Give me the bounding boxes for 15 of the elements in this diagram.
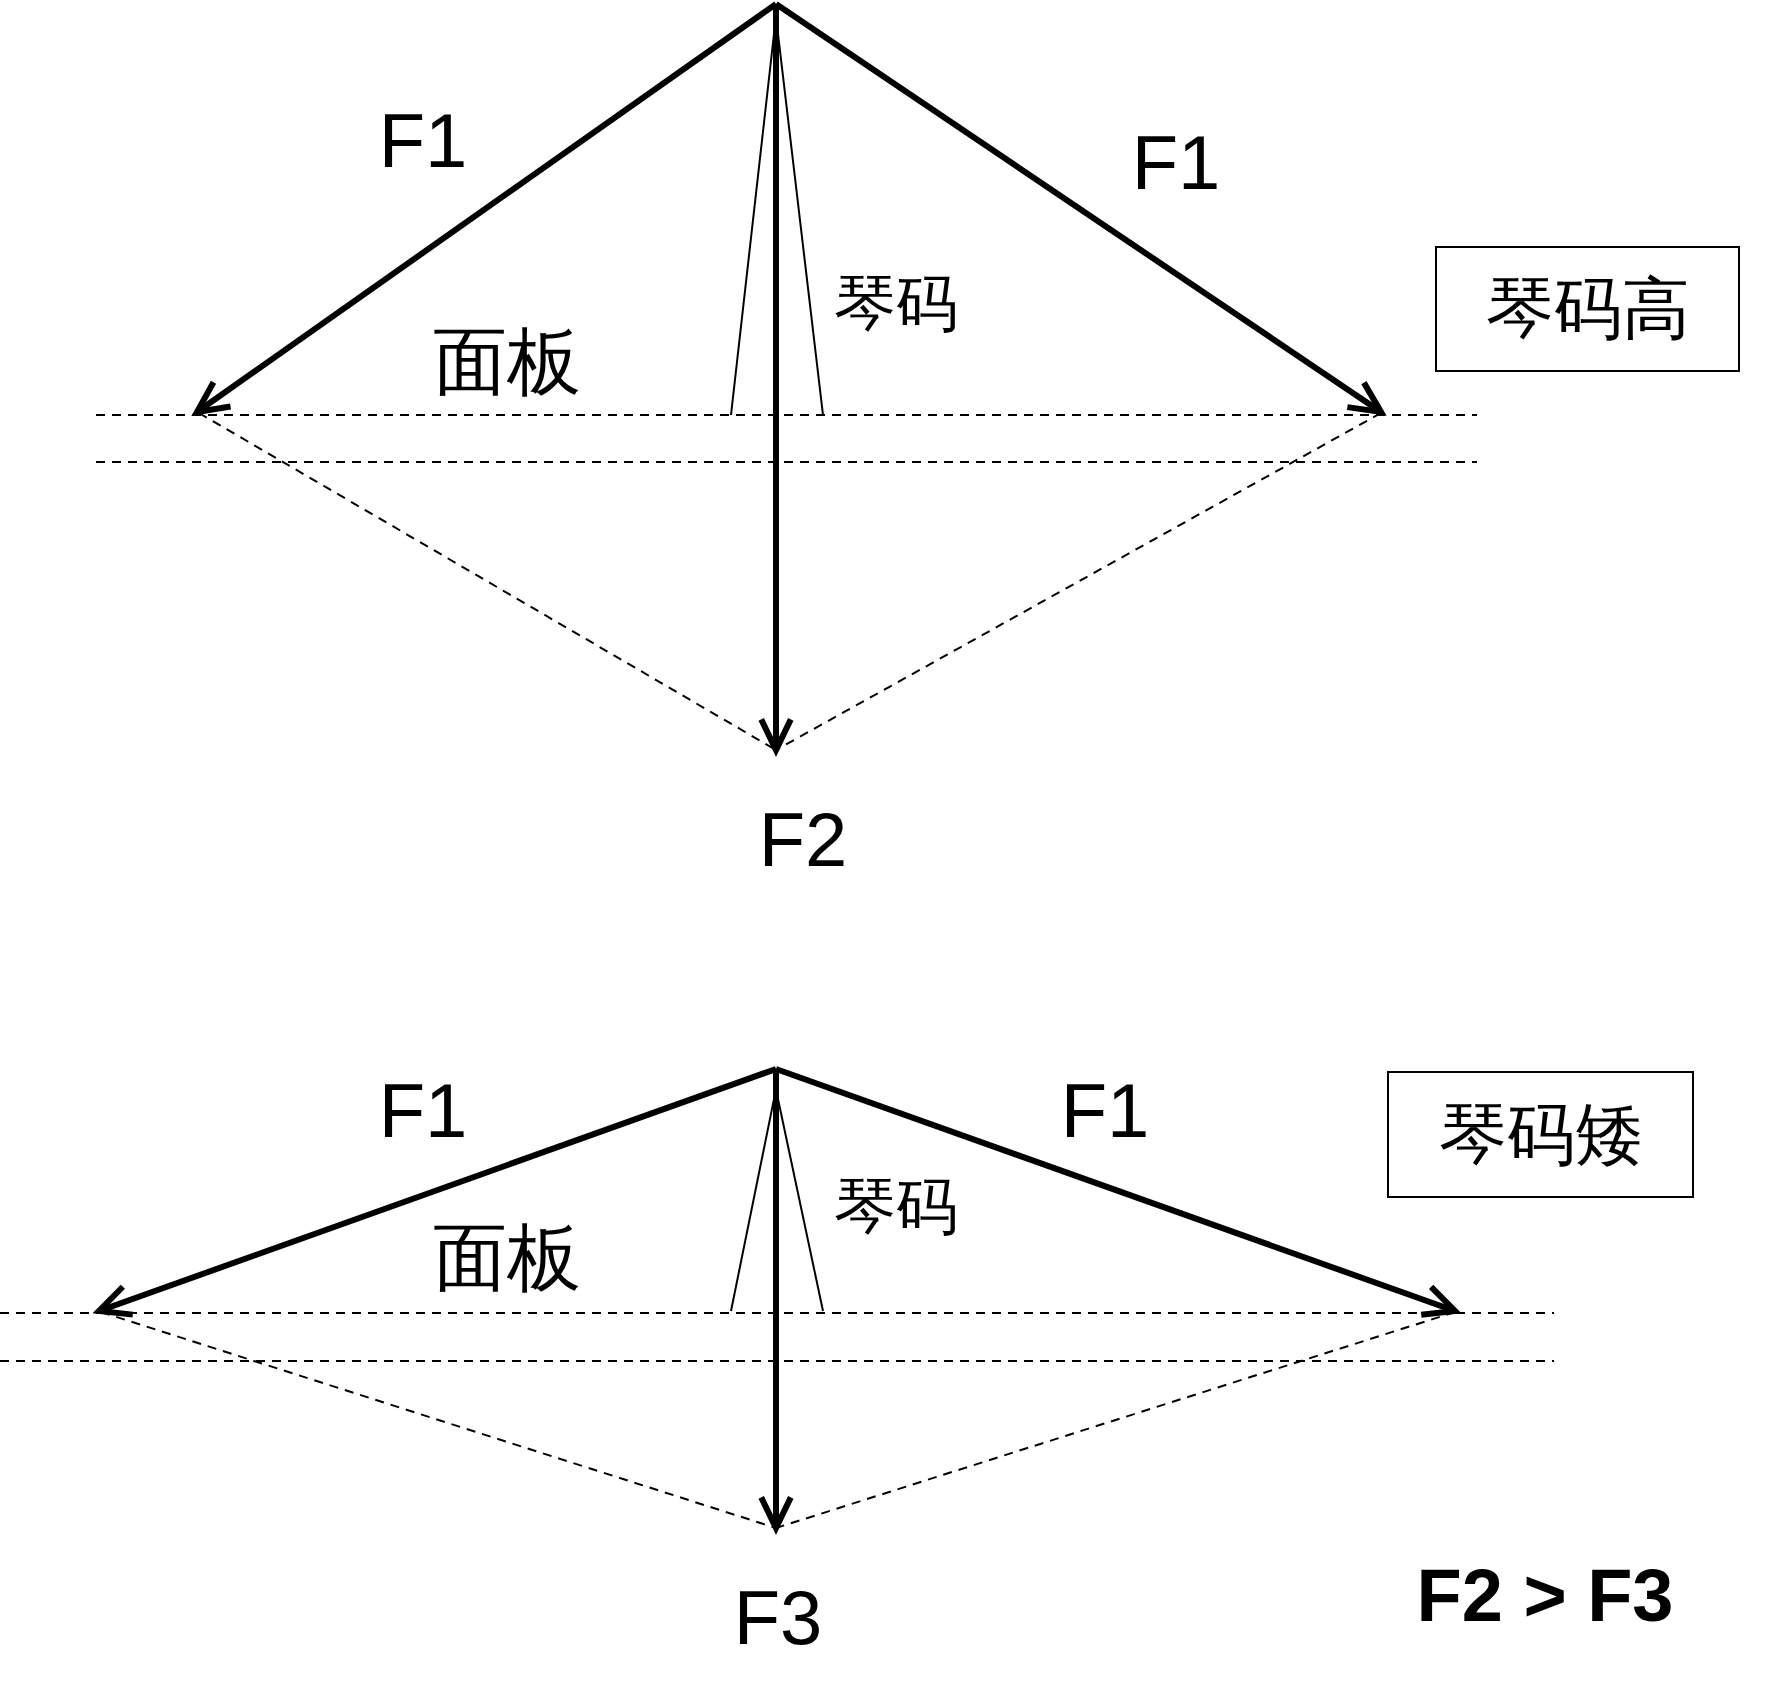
part-label: 琴码 — [834, 1176, 958, 1238]
force-label: F2 — [758, 802, 848, 878]
force-label: F1 — [1131, 125, 1221, 201]
comparison-note: F2 > F3 — [1416, 1559, 1674, 1633]
part-label: 琴码 — [834, 273, 958, 335]
part-label: 面板 — [433, 324, 581, 398]
label-box — [1435, 246, 1740, 372]
force-label: F1 — [378, 1073, 468, 1149]
box-title: 琴码高 — [1485, 275, 1690, 343]
label-box — [1387, 1071, 1694, 1198]
force-label: F3 — [733, 1580, 823, 1656]
box-title: 琴码矮 — [1438, 1100, 1643, 1169]
force-label: F1 — [378, 103, 468, 179]
part-label: 面板 — [433, 1220, 581, 1294]
force-label: F1 — [1060, 1073, 1150, 1149]
